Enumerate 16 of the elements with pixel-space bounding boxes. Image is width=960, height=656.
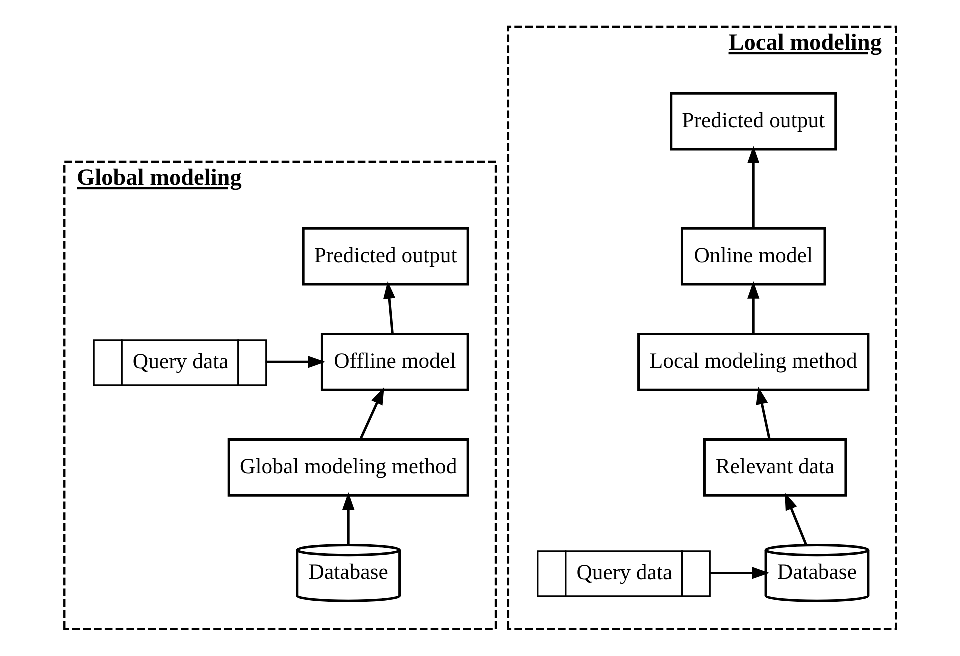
arrow: [747, 281, 760, 334]
node-box: Relevant data: [703, 438, 847, 497]
node-box: Offline model: [320, 332, 469, 392]
node-box: Online model: [680, 227, 826, 286]
arrow: [747, 146, 760, 228]
node-box: Local modeling method: [637, 332, 870, 392]
arrow: [265, 356, 326, 368]
arrow: [784, 492, 807, 546]
arrow: [382, 282, 396, 334]
arrow: [342, 492, 354, 545]
arrow: [709, 567, 770, 580]
node-box: Predicted output: [302, 227, 469, 286]
arrow: [756, 387, 770, 440]
arrow: [359, 387, 384, 440]
node-box: Global modeling method: [227, 438, 469, 497]
node-box: Predicted output: [670, 92, 837, 151]
